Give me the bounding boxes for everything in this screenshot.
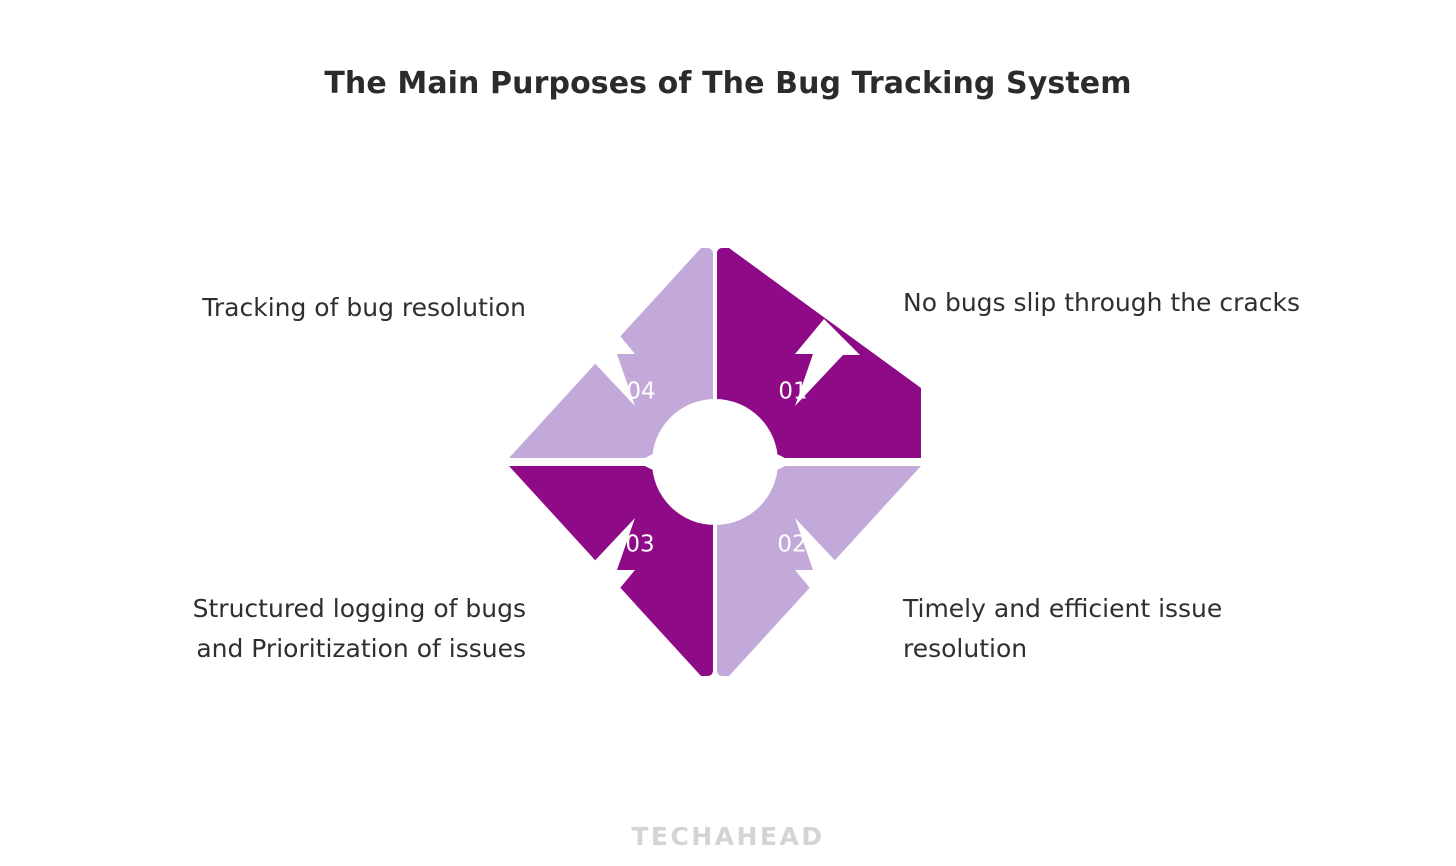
segment-02-number: 02 [777, 532, 806, 558]
callout-label-01: No bugs slip through the cracks [903, 288, 1300, 317]
segment-01[interactable]: 01 [717, 248, 921, 458]
watermark: TECHAHEAD [631, 822, 825, 851]
segment-03-arrow-notch [570, 518, 635, 605]
segment-02-arrow-notch [795, 518, 860, 605]
pinwheel-svg: 01 02 03 04 [509, 248, 921, 676]
segment-04-arrow-notch [570, 319, 635, 406]
callout-label-03: Structured logging of bugs and Prioritiz… [192, 594, 526, 663]
center-hub [652, 399, 778, 525]
callout-label-02: Timely and efficient issue resolution [903, 594, 1223, 663]
segment-03-number: 03 [625, 532, 654, 558]
segment-02[interactable]: 02 [717, 466, 921, 676]
segment-04-number: 04 [626, 379, 655, 405]
pinwheel-diagram: 01 02 03 04 [495, 240, 935, 685]
segment-04[interactable]: 04 [509, 248, 713, 458]
page-title: The Main Purposes of The Bug Tracking Sy… [324, 66, 1132, 101]
segment-03[interactable]: 03 [509, 466, 713, 676]
segment-01-arrow-notch [795, 319, 860, 406]
segment-01-number: 01 [778, 379, 807, 405]
callout-label-04: Tracking of bug resolution [202, 293, 526, 322]
